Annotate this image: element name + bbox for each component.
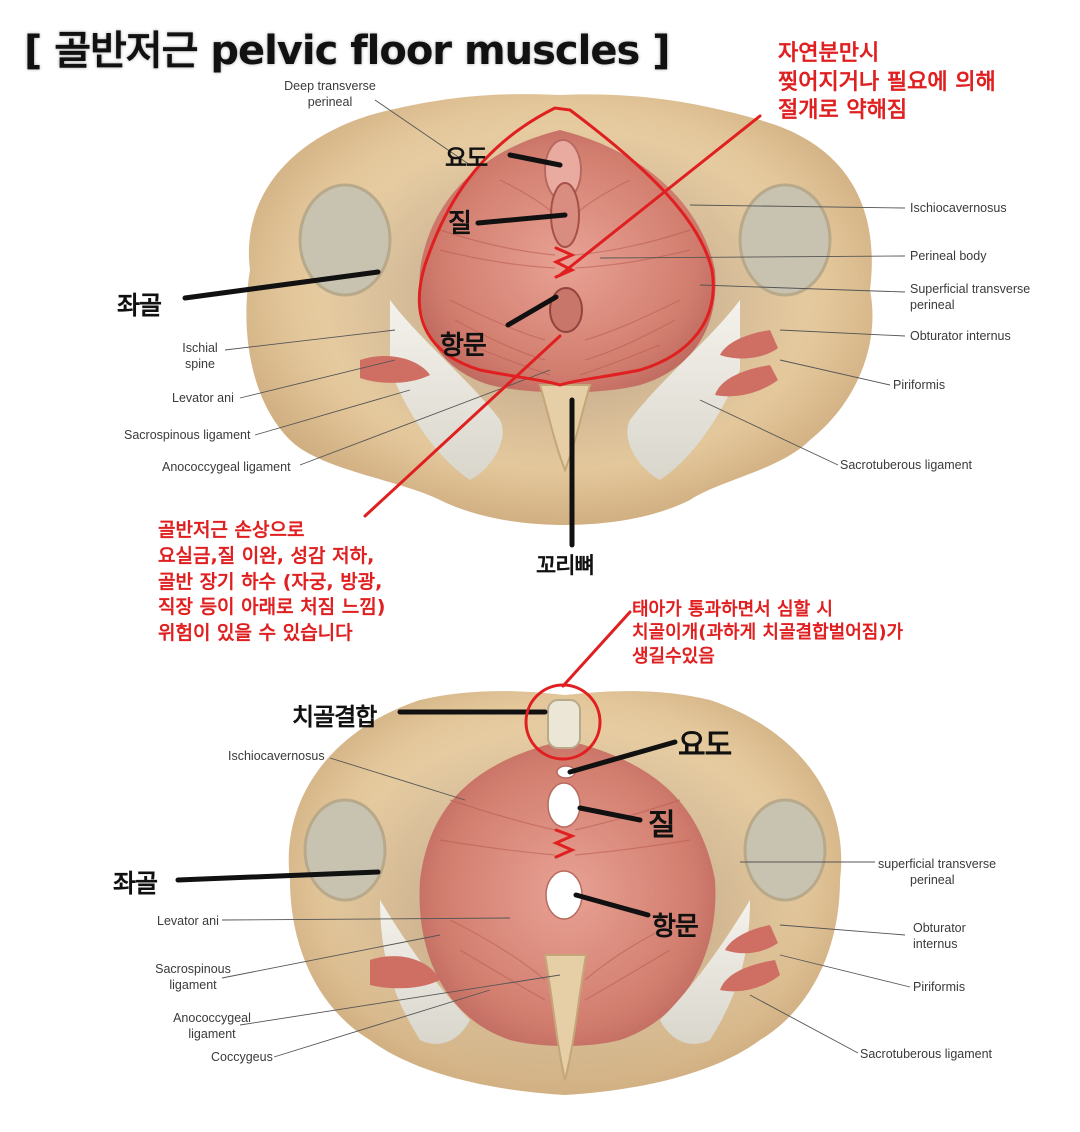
kor-coccyx: 꼬리뼈 [536,554,595,579]
tear-mark-bottom [552,828,576,859]
label-ischial-spine: Ischial spine [182,341,218,371]
label-perineal-body: Perineal body [910,249,987,263]
kor-ischium-bottom: 좌골 [113,869,158,898]
kor-symphysis: 치골결합 [292,703,377,731]
label-sacrospinous-bottom: Sacrospinous ligament [155,962,231,992]
top-pelvis-illustration [246,94,873,526]
note-symphysis-separation: 태아가 통과하면서 심할 시 치골이개(과하게 치골결합벌어짐)가 생길수있음 [632,599,904,667]
perineum-outline [417,106,715,387]
kor-urethra-top: 요도 [445,144,488,172]
label-anococcygeal-bottom: Anococcygeal ligament [173,1011,251,1041]
label-levator-ani-bottom: Levator ani [157,914,219,928]
label-ischiocavernosus-top: Ischiocavernosus [910,201,1007,215]
label-deep-transverse-perineal: Deep transverse perineal [284,79,376,109]
label-obturator-internus-top: Obturator internus [910,329,1011,343]
label-ischiocavernosus-bottom: Ischiocavernosus [228,749,325,763]
label-sacrospinous-top: Sacrospinous ligament [124,428,251,442]
kor-urethra-bottom: 요도 [678,728,732,763]
page-title: [ 골반저근 pelvic floor muscles ] [24,28,670,74]
korean-pointers [175,152,678,918]
tear-mark-top [552,246,576,279]
bottom-pelvis-illustration [288,691,842,1095]
kor-ischium-top: 좌골 [117,291,162,320]
label-sacrotuberous-top: Sacrotuberous ligament [840,458,973,472]
note-natural-birth: 자연분만시 찢어지거나 필요에 의해 절개로 약해짐 [778,41,996,124]
note-pelvic-floor-damage: 골반저근 손상으로 요실금,질 이완, 성감 저하, 골반 장기 하수 (자궁,… [158,519,386,645]
kor-vagina-bottom: 질 [648,808,676,843]
leader-lines [221,99,911,1058]
label-superficial-transverse-perineal-bottom: superficial transverse perineal [878,857,997,887]
label-piriformis-top: Piriformis [893,378,946,392]
red-annotations [363,106,762,859]
label-superficial-transverse-perineal-top: Superficial transverse perineal [910,282,1031,312]
label-coccygeus: Coccygeus [211,1050,273,1064]
kor-anus-top: 항문 [440,331,487,361]
label-anococcygeal-top: Anococcygeal ligament [162,460,291,474]
kor-anus-bottom: 항문 [652,912,699,942]
label-levator-ani-top: Levator ani [172,391,234,405]
label-piriformis-bottom: Piriformis [913,980,966,994]
label-obturator-internus-bottom: Obturator internus [913,921,966,951]
label-sacrotuberous-bottom: Sacrotuberous ligament [860,1047,993,1061]
kor-vagina-top: 질 [448,209,472,239]
